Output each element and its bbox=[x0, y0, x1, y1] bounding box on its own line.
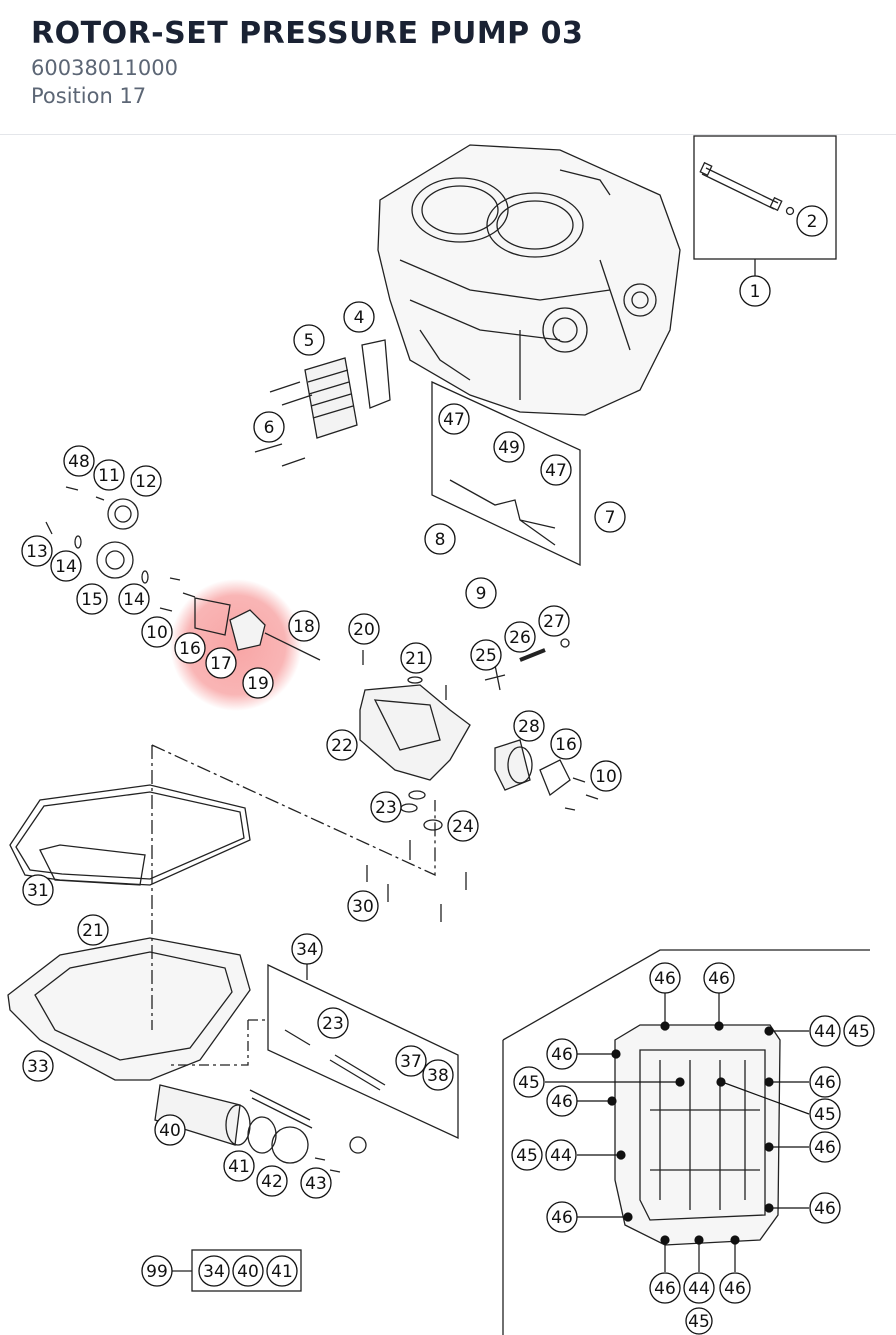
callout-14[interactable]: 14 bbox=[123, 590, 145, 610]
callout-99[interactable]: 99 bbox=[146, 1262, 168, 1282]
callout-46[interactable]: 46 bbox=[814, 1199, 836, 1219]
oil-pan bbox=[7, 937, 251, 1081]
callout-1[interactable]: 1 bbox=[750, 282, 761, 302]
callout-42[interactable]: 42 bbox=[261, 1172, 283, 1192]
callout-43[interactable]: 43 bbox=[305, 1174, 327, 1194]
callout-5[interactable]: 5 bbox=[304, 331, 315, 351]
callout-47[interactable]: 47 bbox=[545, 461, 567, 481]
callout-46[interactable]: 46 bbox=[654, 1279, 676, 1299]
callout-17-selected[interactable]: 17 bbox=[210, 654, 232, 674]
callout-48[interactable]: 48 bbox=[68, 452, 90, 472]
callout-24[interactable]: 24 bbox=[452, 817, 474, 837]
callout-46[interactable]: 46 bbox=[814, 1138, 836, 1158]
callout-47[interactable]: 47 bbox=[443, 410, 465, 430]
callout-12[interactable]: 12 bbox=[135, 472, 157, 492]
callout-8[interactable]: 8 bbox=[435, 530, 446, 550]
callout-20[interactable]: 20 bbox=[353, 620, 375, 640]
callout-30[interactable]: 30 bbox=[352, 897, 374, 917]
callout-11[interactable]: 11 bbox=[98, 466, 120, 486]
callout-31[interactable]: 31 bbox=[27, 881, 49, 901]
callout-44[interactable]: 44 bbox=[550, 1146, 572, 1166]
callout-34[interactable]: 34 bbox=[296, 940, 318, 960]
callout-46[interactable]: 46 bbox=[551, 1045, 573, 1065]
callout-13[interactable]: 13 bbox=[26, 542, 48, 562]
callout-16[interactable]: 16 bbox=[555, 735, 577, 755]
engine-cover bbox=[614, 1024, 781, 1246]
callout-45[interactable]: 45 bbox=[814, 1105, 836, 1125]
callout-14[interactable]: 14 bbox=[55, 557, 77, 577]
callout-45[interactable]: 45 bbox=[518, 1073, 540, 1093]
part-drawings bbox=[7, 135, 870, 1335]
pan-gasket bbox=[9, 784, 251, 886]
callout-28[interactable]: 28 bbox=[518, 717, 540, 737]
callout-44[interactable]: 44 bbox=[688, 1279, 710, 1299]
callout-44[interactable]: 44 bbox=[814, 1022, 836, 1042]
callout-46[interactable]: 46 bbox=[708, 969, 730, 989]
part-number: 60038011000 bbox=[31, 56, 178, 80]
callout-labels: 1 2 4 5 6 7 8 9 10 10 11 12 13 14 14 15 … bbox=[26, 212, 870, 1332]
page-header: ROTOR-SET PRESSURE PUMP 03 60038011000 P… bbox=[0, 0, 896, 135]
callout-45[interactable]: 45 bbox=[848, 1022, 870, 1042]
callout-38[interactable]: 38 bbox=[427, 1066, 449, 1086]
detail-box-34 bbox=[267, 963, 459, 1140]
page-title: ROTOR-SET PRESSURE PUMP 03 bbox=[31, 16, 584, 51]
callout-46[interactable]: 46 bbox=[551, 1208, 573, 1228]
callout-26[interactable]: 26 bbox=[509, 628, 531, 648]
callout-45[interactable]: 45 bbox=[516, 1146, 538, 1166]
callouts bbox=[21, 205, 875, 1335]
callout-34[interactable]: 34 bbox=[203, 1262, 225, 1282]
callout-21[interactable]: 21 bbox=[82, 921, 104, 941]
callout-46[interactable]: 46 bbox=[724, 1279, 746, 1299]
callout-46[interactable]: 46 bbox=[654, 969, 676, 989]
callout-46[interactable]: 46 bbox=[551, 1092, 573, 1112]
callout-10[interactable]: 10 bbox=[146, 623, 168, 643]
callout-6[interactable]: 6 bbox=[264, 418, 275, 438]
callout-49[interactable]: 49 bbox=[498, 438, 520, 458]
callout-7[interactable]: 7 bbox=[605, 508, 616, 528]
callout-37[interactable]: 37 bbox=[400, 1052, 422, 1072]
callout-22[interactable]: 22 bbox=[331, 736, 353, 756]
callout-41[interactable]: 41 bbox=[228, 1157, 250, 1177]
callout-33[interactable]: 33 bbox=[27, 1057, 49, 1077]
engine-block bbox=[377, 144, 681, 416]
exploded-parts-diagram[interactable]: 1 2 4 5 6 7 8 9 10 10 11 12 13 14 14 15 … bbox=[0, 135, 896, 1335]
leader-lines bbox=[545, 992, 810, 1272]
detail-box-1 bbox=[693, 135, 837, 260]
callout-23[interactable]: 23 bbox=[322, 1014, 344, 1034]
pump-housing bbox=[359, 684, 471, 781]
callout-46[interactable]: 46 bbox=[814, 1073, 836, 1093]
callout-45[interactable]: 45 bbox=[688, 1312, 710, 1332]
callout-23[interactable]: 23 bbox=[375, 798, 397, 818]
callout-4[interactable]: 4 bbox=[354, 308, 365, 328]
callout-19[interactable]: 19 bbox=[247, 674, 269, 694]
callout-10[interactable]: 10 bbox=[595, 767, 617, 787]
callout-21[interactable]: 21 bbox=[405, 649, 427, 669]
callout-25[interactable]: 25 bbox=[475, 646, 497, 666]
position-label: Position 17 bbox=[31, 84, 147, 108]
callout-2[interactable]: 2 bbox=[807, 212, 818, 232]
callout-18[interactable]: 18 bbox=[293, 617, 315, 637]
callout-40[interactable]: 40 bbox=[237, 1262, 259, 1282]
callout-27[interactable]: 27 bbox=[543, 612, 565, 632]
callout-41[interactable]: 41 bbox=[271, 1262, 293, 1282]
callout-15[interactable]: 15 bbox=[81, 590, 103, 610]
callout-16[interactable]: 16 bbox=[179, 639, 201, 659]
detail-box-7 bbox=[431, 380, 581, 567]
callout-9[interactable]: 9 bbox=[476, 584, 487, 604]
callout-40[interactable]: 40 bbox=[159, 1121, 181, 1141]
